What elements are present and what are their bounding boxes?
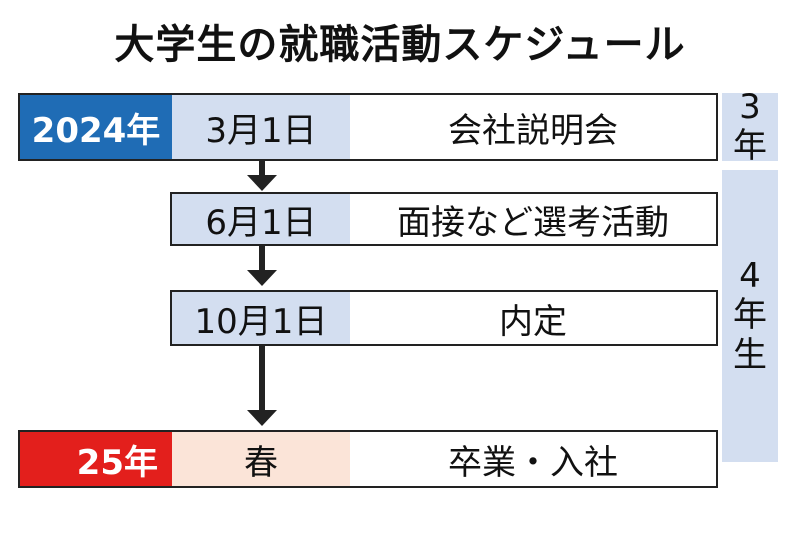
page-title: 大学生の就職活動スケジュール [114, 22, 686, 68]
side-char: 年 [733, 295, 767, 336]
date-label: 10月1日 [172, 292, 350, 344]
event-label: 面接など選考活動 [397, 202, 669, 243]
side-char: 生 [733, 334, 767, 375]
schedule-row-4: 25年 春 卒業・入社 [18, 430, 718, 488]
event-label: 会社説明会 [448, 110, 618, 151]
date-label: 春 [172, 432, 350, 486]
side-char: 年 [733, 126, 767, 166]
schedule-row-3: 10月1日 内定 [170, 290, 718, 346]
date-label: 3月1日 [172, 95, 350, 159]
event-label: 卒業・入社 [448, 442, 618, 483]
schedule-row-2: 6月1日 面接など選考活動 [170, 192, 718, 246]
schedule-row-1: 2024年 3月1日 会社説明会 [18, 93, 718, 161]
event-label: 内定 [499, 301, 567, 342]
third-year-label: 3 年 [722, 87, 778, 166]
year-label: 2024年 [20, 95, 172, 159]
side-char: 4 [739, 256, 761, 297]
year-label: 25年 [20, 432, 172, 486]
arrow-down-icon [247, 346, 277, 426]
arrow-down-icon [247, 246, 277, 286]
fourth-year-label: 4 年 生 [722, 170, 778, 462]
date-label: 6月1日 [172, 194, 350, 244]
side-char: 3 [739, 86, 761, 127]
arrow-down-icon [247, 161, 277, 191]
